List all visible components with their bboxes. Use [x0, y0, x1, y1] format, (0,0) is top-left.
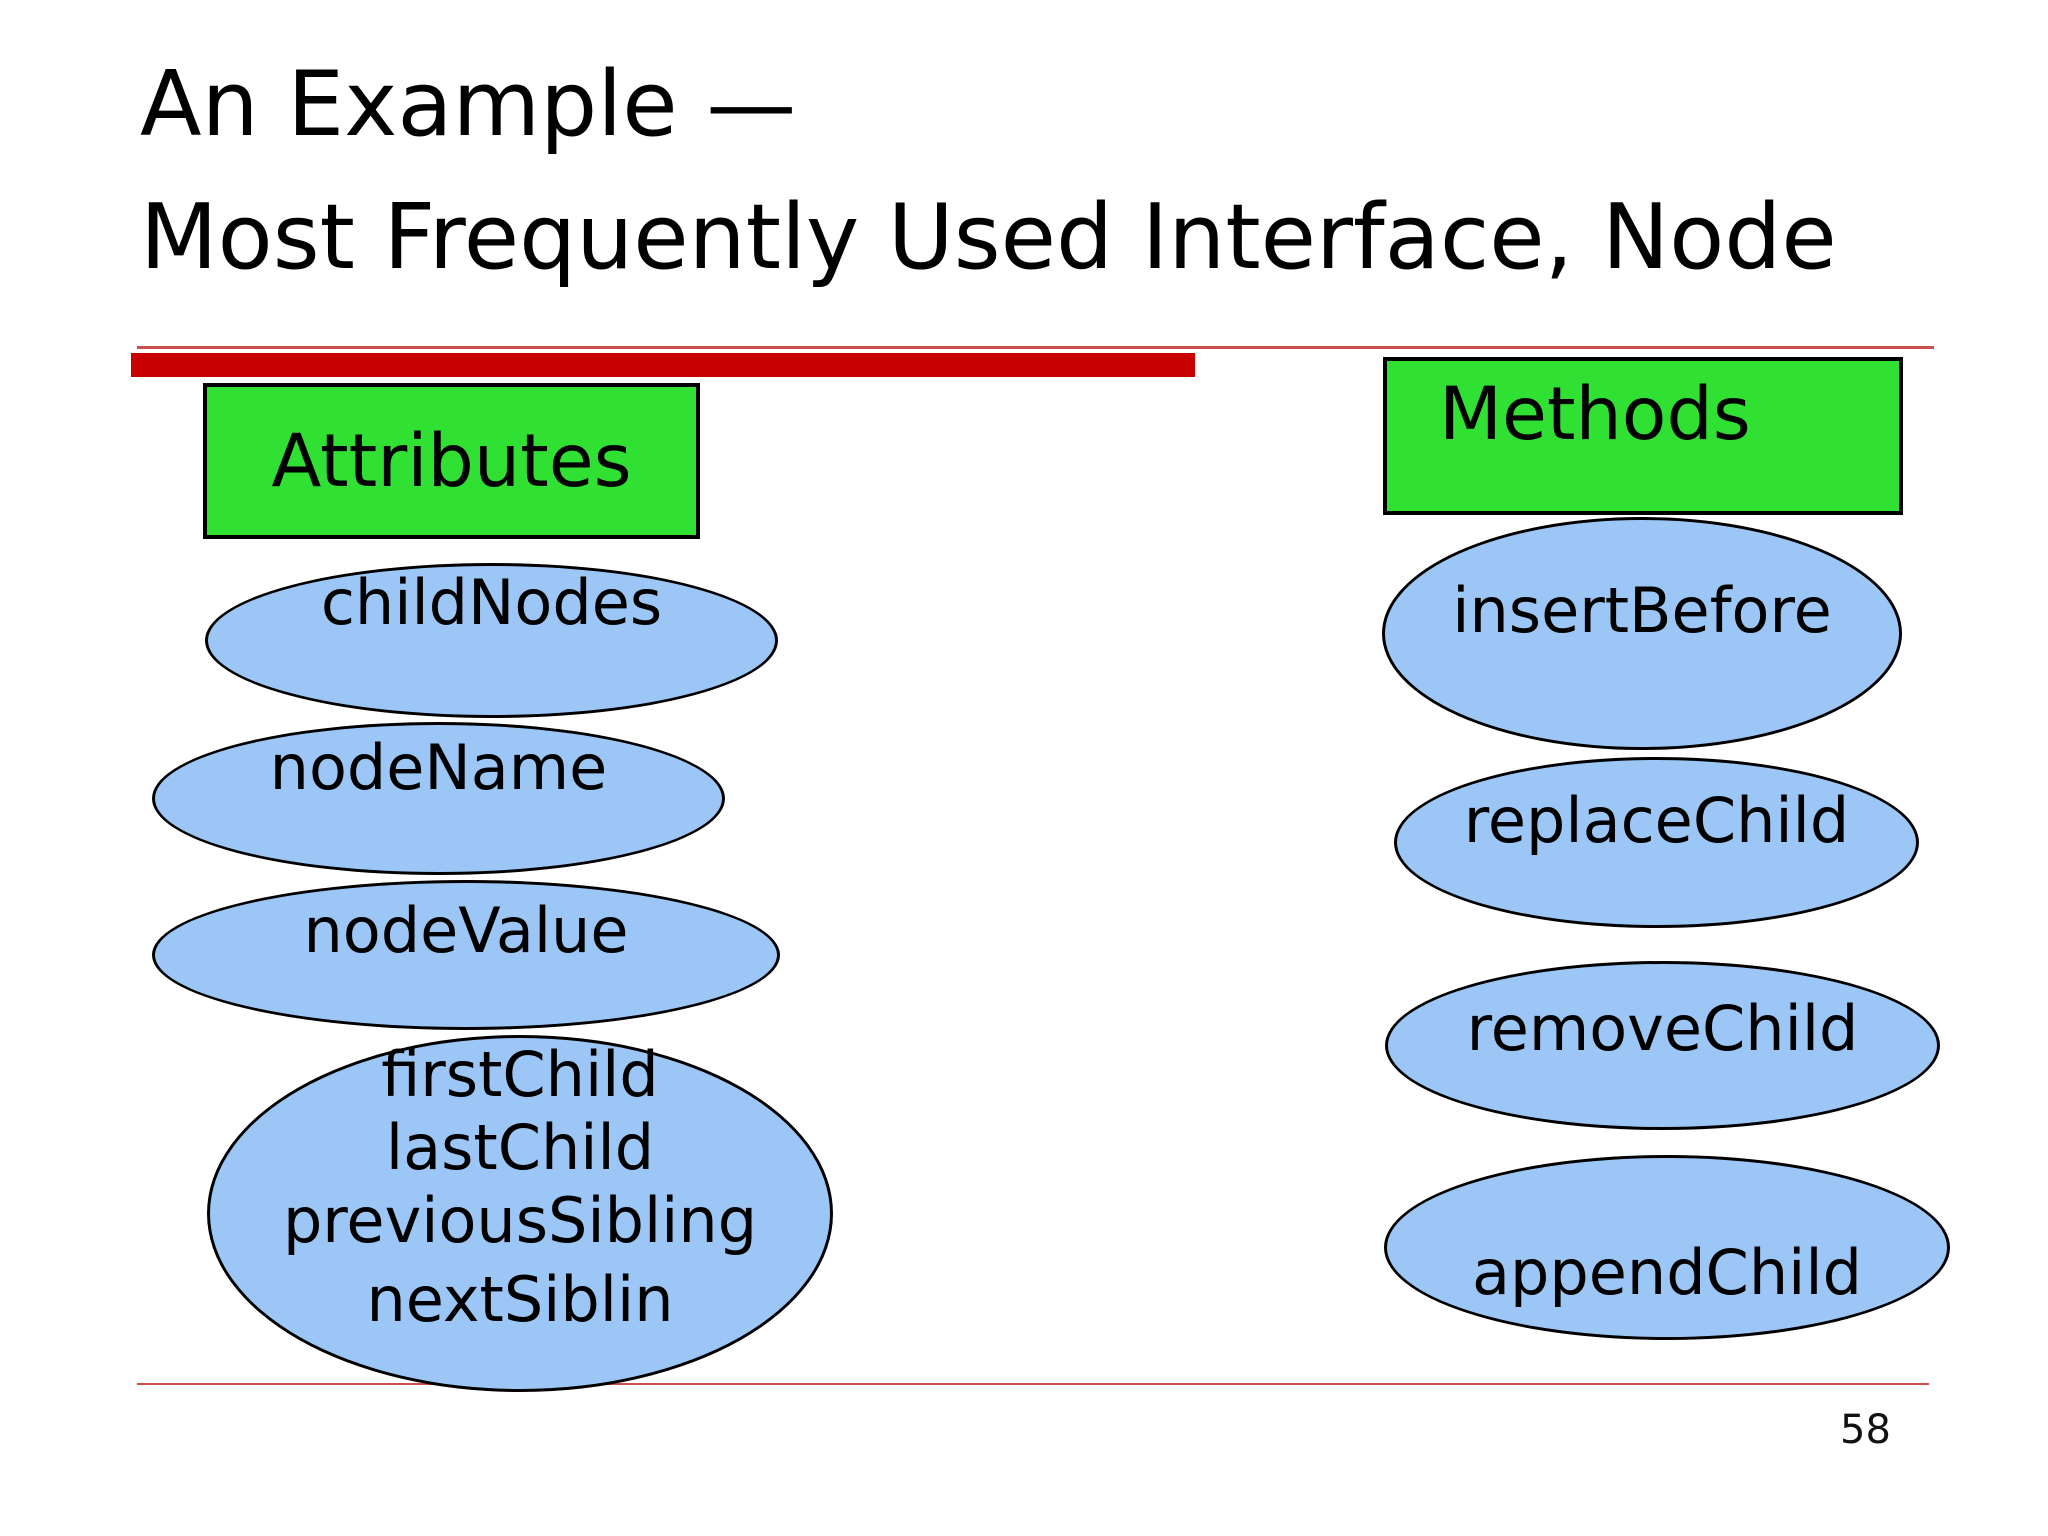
- method-label-insertbefore: insertBefore: [1452, 574, 1832, 647]
- attribute-ellipse-nodevalue: nodeValue: [152, 880, 780, 1030]
- attribute-ellipse-childnodes: childNodes: [205, 563, 778, 718]
- attribute-ellipse-nodename: nodeName: [152, 722, 725, 875]
- attributes-header-box: Attributes: [203, 383, 700, 539]
- method-ellipse-removechild: removeChild: [1385, 961, 1940, 1130]
- method-label-removechild: removeChild: [1466, 992, 1859, 1065]
- methods-header-label: Methods: [1439, 372, 1751, 457]
- attribute-label-lastchild: lastChild: [385, 1111, 655, 1184]
- method-label-replacechild: replaceChild: [1463, 784, 1850, 857]
- attribute-label-childnodes: childNodes: [320, 566, 663, 639]
- page-number: 58: [1840, 1407, 1891, 1453]
- attribute-label-previoussibling: previousSibling: [282, 1184, 758, 1257]
- navigation-group-labels: firstChild lastChild previousSibling nex…: [210, 1038, 830, 1336]
- attribute-label-nodevalue: nodeValue: [303, 894, 629, 967]
- method-ellipse-replacechild: replaceChild: [1394, 757, 1919, 928]
- slide-title-line-2: Most Frequently Used Interface, Node: [140, 185, 1837, 290]
- bottom-divider-line: [137, 1383, 1929, 1385]
- red-accent-bar: [131, 353, 1195, 377]
- method-ellipse-appendchild: appendChild: [1384, 1155, 1950, 1340]
- attributes-header-label: Attributes: [271, 418, 632, 504]
- attribute-label-nextsiblin: nextSiblin: [366, 1263, 674, 1336]
- slide-title-line-1: An Example —: [140, 52, 797, 157]
- attribute-ellipse-navigation-group: firstChild lastChild previousSibling nex…: [207, 1035, 833, 1392]
- methods-header-box: Methods: [1383, 357, 1903, 515]
- attribute-label-nodename: nodeName: [269, 731, 608, 804]
- method-ellipse-insertbefore: insertBefore: [1382, 517, 1902, 750]
- top-divider-line: [137, 346, 1934, 349]
- method-label-appendchild: appendChild: [1472, 1236, 1862, 1309]
- attribute-label-firstchild: firstChild: [381, 1038, 659, 1111]
